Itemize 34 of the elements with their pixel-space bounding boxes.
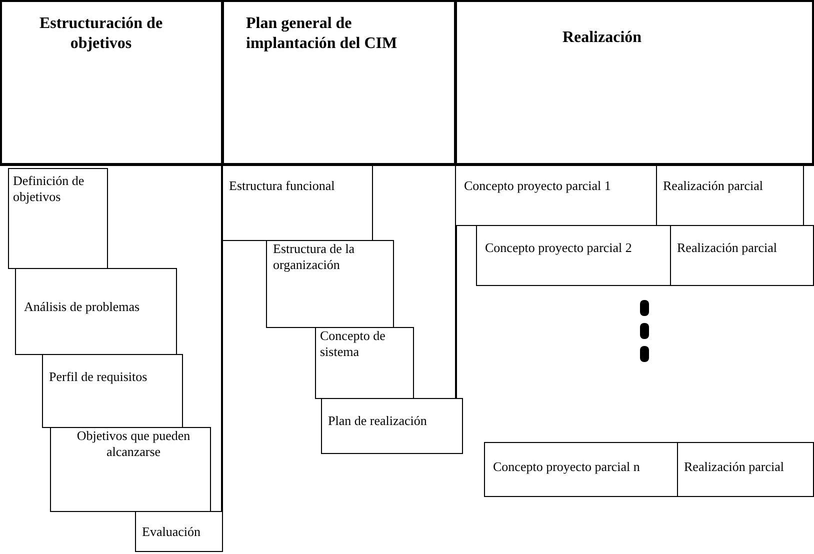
task-label: Concepto proyecto parcial n (493, 459, 640, 474)
task-box (677, 442, 814, 497)
task-box (50, 427, 211, 512)
phase-header-box (0, 0, 223, 166)
task-box (8, 168, 108, 269)
task-box (222, 165, 373, 241)
task-label: Estructura funcional (229, 178, 335, 193)
task-box (42, 354, 183, 428)
task-label: Concepto proyecto parcial 2 (485, 240, 632, 255)
task-label: Realización parcial (684, 459, 784, 474)
task-label: Análisis de problemas (24, 299, 140, 314)
task-box (670, 225, 814, 286)
task-label: Definición de objetivos (13, 173, 84, 204)
phase-title: Realización (562, 29, 642, 46)
task-label: Realización parcial (663, 178, 763, 193)
task-label: Evaluación (142, 524, 200, 539)
task-box (476, 225, 671, 286)
task-box (315, 327, 414, 399)
task-label: Estructura de la organización (273, 241, 355, 272)
task-label: Objetivos que pueden alcanzarse (76, 428, 190, 459)
task-label: Concepto de sistema (320, 328, 386, 359)
task-box (266, 240, 394, 328)
phase-header-box (455, 0, 814, 166)
phase-title: Plan general de implantación del CIM (246, 15, 398, 52)
task-label: Realización parcial (677, 240, 777, 255)
task-box (135, 511, 223, 552)
task-box (321, 398, 463, 454)
task-box (15, 268, 177, 355)
phase-title: Estructuración de objetivos (39, 15, 163, 52)
task-label: Concepto proyecto parcial 1 (464, 178, 611, 193)
task-box (484, 442, 678, 497)
task-label: Plan de realización (328, 413, 427, 428)
task-label: Perfil de requisitos (49, 369, 148, 384)
phase-header-box (222, 0, 456, 166)
